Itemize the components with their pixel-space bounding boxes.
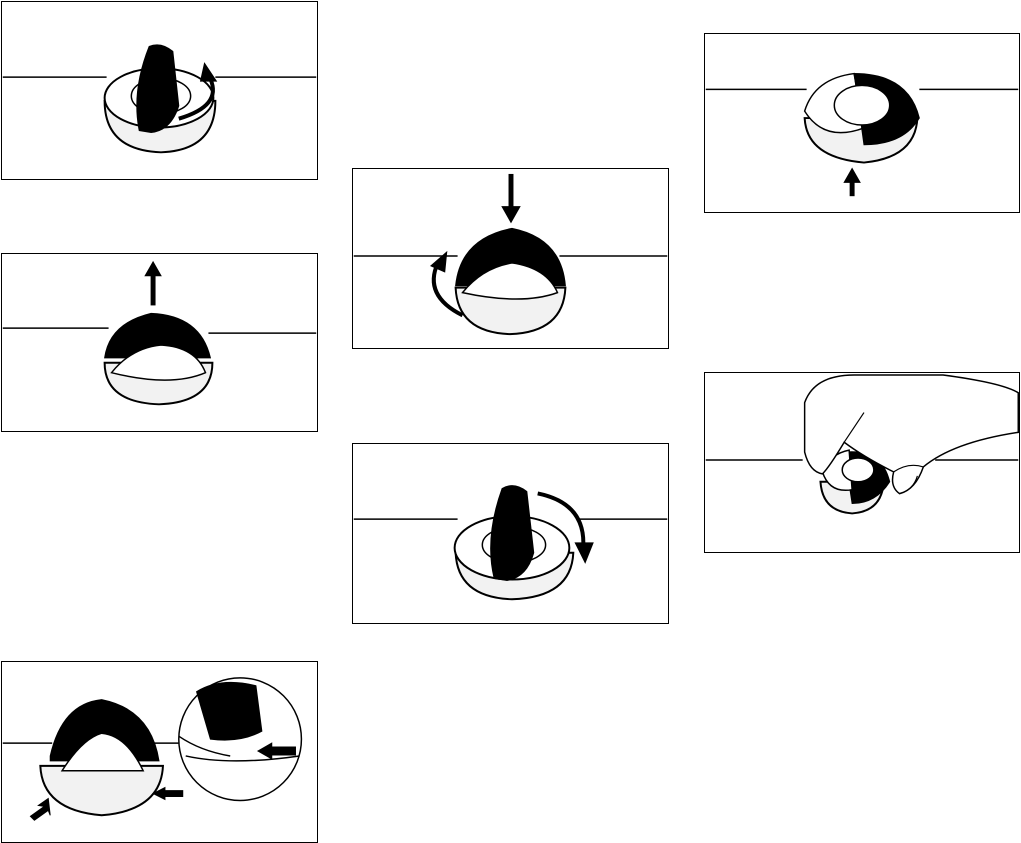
hand-icon [705,373,1019,552]
rotate-arrow-icon [2,2,317,179]
rotate-arrow-icon [353,169,668,348]
figure-panel-4 [352,168,669,349]
side-arrow-icon [2,662,317,842]
figure-panel-7 [704,372,1020,553]
figure-panel-1 [1,1,318,180]
up-arrow-icon [705,34,1019,212]
figure-panel-2 [1,253,318,432]
figure-panel-5 [352,443,669,624]
up-arrow-icon [2,254,317,431]
figure-panel-6 [704,33,1020,213]
rotate-arrow-icon [353,444,668,623]
figure-panel-3 [1,661,318,843]
